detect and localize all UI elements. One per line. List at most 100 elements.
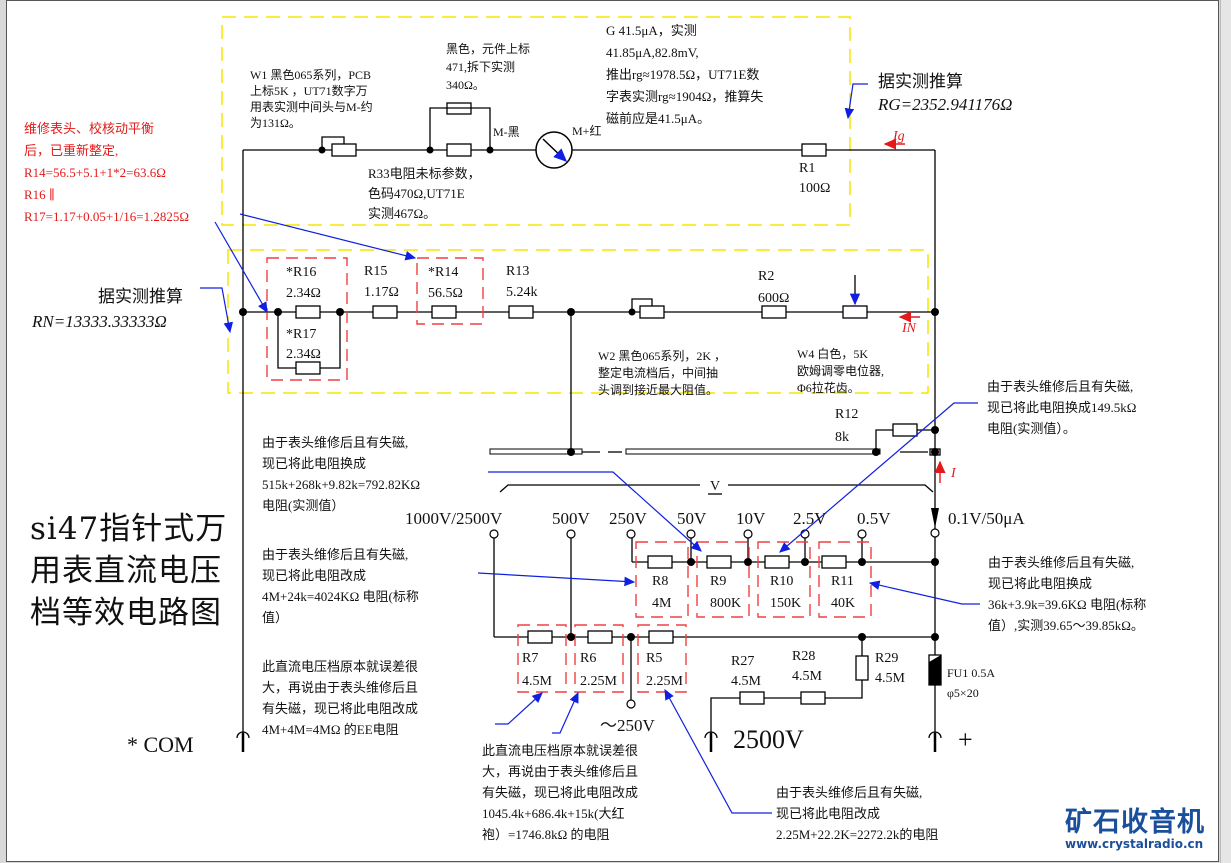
r7-group (517, 624, 567, 693)
hv-2500v-jack-icon[interactable] (704, 731, 718, 752)
red-calibration-note-line: 后，已重新整定, (24, 143, 118, 158)
resistor-label-r11: R11 (831, 574, 854, 589)
meter-minus-label: M-黑 (493, 125, 520, 139)
resistor-value-r7: 4.5M (522, 674, 553, 689)
galvanometer-note-line: 41.85μA,82.8mV, (606, 45, 699, 60)
galvanometer-note-line: 磁前应是41.5μA。 (606, 111, 710, 126)
range-tap-2[interactable] (626, 529, 636, 539)
r11-group (818, 541, 872, 618)
resistor-value-r17: 2.34Ω (286, 347, 321, 362)
r33-resistor (446, 143, 472, 157)
diagram-title: si47指针式万 用表直流电压 档等效电路图 (30, 508, 227, 634)
resistor-value-r9: 800K (710, 596, 741, 611)
resistor-value-r14: 56.5Ω (428, 286, 463, 301)
w4-note-line: Φ6拉花齿。 (797, 380, 860, 395)
common-terminal-arrow-icon (931, 508, 939, 528)
resistor-label-r7: R7 (522, 651, 538, 666)
r11-note-line: 值）,实测39.65～39.85kΩ。 (988, 618, 1144, 633)
r5-note-line: 现已将此电阻改成 (776, 806, 880, 821)
fuse-size: φ5×20 (947, 686, 979, 700)
red-calibration-note-line: R14=56.5+5.1+1*2=63.6Ω (24, 165, 166, 180)
rg-caption: 据实测推算 (878, 72, 963, 91)
range-bracket (499, 484, 934, 493)
resistor-label-r10: R10 (770, 574, 793, 589)
r5-resistor (648, 630, 674, 644)
r8-group (635, 541, 689, 618)
resistor-value-r2: 600Ω (758, 291, 789, 306)
crystalradio-logo[interactable]: 矿石收音机 www.crystalradio.cn (1065, 800, 1205, 851)
resistor-value-r1: 100Ω (799, 181, 830, 196)
in-current-label: IN (901, 321, 917, 336)
rn-value: RN=13333.33333Ω (31, 312, 167, 331)
resistor-value-r29: 4.5M (875, 671, 906, 686)
com-jack-icon[interactable] (236, 731, 250, 752)
r2-resistor (761, 305, 787, 319)
resistor-label-r15: R15 (364, 264, 387, 279)
r1-resistor (801, 143, 827, 157)
r16-r17-group (266, 257, 348, 381)
com-terminal-label: * COM (127, 732, 194, 757)
r11-note-line: 现已将此电阻换成 (988, 576, 1092, 591)
plus-jack-icon[interactable] (928, 731, 942, 752)
galvanometer-note-line: 字表实测rg≈1904Ω，推算失 (606, 89, 763, 104)
resistor-value-r16: 2.34Ω (286, 286, 321, 301)
galvanometer-note-line: G 41.5μA，实测 (606, 23, 697, 38)
range-tap-6[interactable] (857, 529, 867, 539)
title-line-2: 用表直流电压 (30, 553, 222, 589)
w2-note-line: 整定电流档后，中间抽 (598, 365, 718, 380)
w4-note-line: 欧姆调零电位器, (797, 363, 884, 378)
range-label-2: 250V (609, 509, 648, 528)
r7-note-line: 此直流电压档原本就误差很 (262, 659, 418, 674)
shunt-note-line: 黑色，元件上标 (446, 42, 530, 56)
vertical-scrollbar[interactable] (1220, 0, 1231, 863)
schematic-sheet (6, 0, 1219, 862)
r7-note-line: 有失磁，现已将此电阻改成 (262, 701, 418, 716)
resistor-value-r12: 8k (835, 430, 849, 445)
shunt-note-line: 340Ω。 (446, 78, 485, 92)
r6-note-line: 大，再说由于表头维修后且 (482, 764, 638, 779)
r17-resistor (295, 361, 321, 375)
r10-note-line: 现已将此电阻换成149.5kΩ (987, 400, 1136, 415)
range-tap-1[interactable] (566, 529, 576, 539)
r8-note-line: 值） (262, 610, 288, 625)
r14-group (416, 257, 484, 325)
ac-250v-terminal[interactable] (626, 699, 636, 709)
r14-resistor (431, 305, 457, 319)
title-line-3: 档等效电路图 (30, 595, 222, 631)
resistor-value-r15: 1.17Ω (364, 285, 399, 300)
resistor-label-r27: R27 (731, 654, 754, 669)
resistor-label-r1: R1 (799, 161, 815, 176)
range-tap-4[interactable] (743, 529, 753, 539)
w1-note-line: W1 黑色065系列，PCB (250, 68, 371, 82)
resistor-value-r28: 4.5M (792, 669, 823, 684)
r27-resistor (739, 691, 765, 705)
w2-note-line: W2 黑色065系列，2K ， (598, 349, 726, 363)
resistor-label-r6: R6 (580, 651, 596, 666)
resistor-label-r12: R12 (835, 407, 858, 422)
r28-resistor (800, 691, 826, 705)
range-label-5: 2.5V (793, 509, 827, 528)
r11-resistor (821, 555, 847, 569)
range-tap-0[interactable] (489, 529, 499, 539)
resistor-value-r10: 150K (770, 596, 801, 611)
r16-resistor (295, 305, 321, 319)
range-tap-3[interactable] (686, 529, 696, 539)
resistor-value-r27: 4.5M (731, 674, 762, 689)
w1-note-line: 用表实测中间头与M-约 (250, 99, 373, 114)
range-label-3: 50V (677, 509, 707, 528)
r8-note-line: 现已将此电阻改成 (262, 568, 366, 583)
r6-note-line: 此直流电压档原本就误差很 (482, 743, 638, 758)
fuse-label: FU1 0.5A (947, 666, 995, 680)
shunt-note-line: 471,拆下实测 (446, 59, 515, 74)
resistor-label-r17: *R17 (286, 327, 316, 342)
resistor-value-r6: 2.25M (580, 674, 618, 689)
resistor-label-r2: R2 (758, 269, 774, 284)
r9-note-line: 515k+268k+9.82k=792.82KΩ (262, 477, 420, 492)
r8-note-line: 4M+24k=4024KΩ 电阻(标称 (262, 589, 419, 604)
r6-note-line: 袍）=1746.8kΩ 的电阻 (482, 827, 610, 842)
r6-note-line: 有失磁，现已将此电阻改成 (482, 785, 638, 800)
resistor-label-r28: R28 (792, 649, 815, 664)
red-calibration-note-line: R16 ∥ (24, 187, 55, 202)
logo-url: www.crystalradio.cn (1065, 837, 1204, 851)
